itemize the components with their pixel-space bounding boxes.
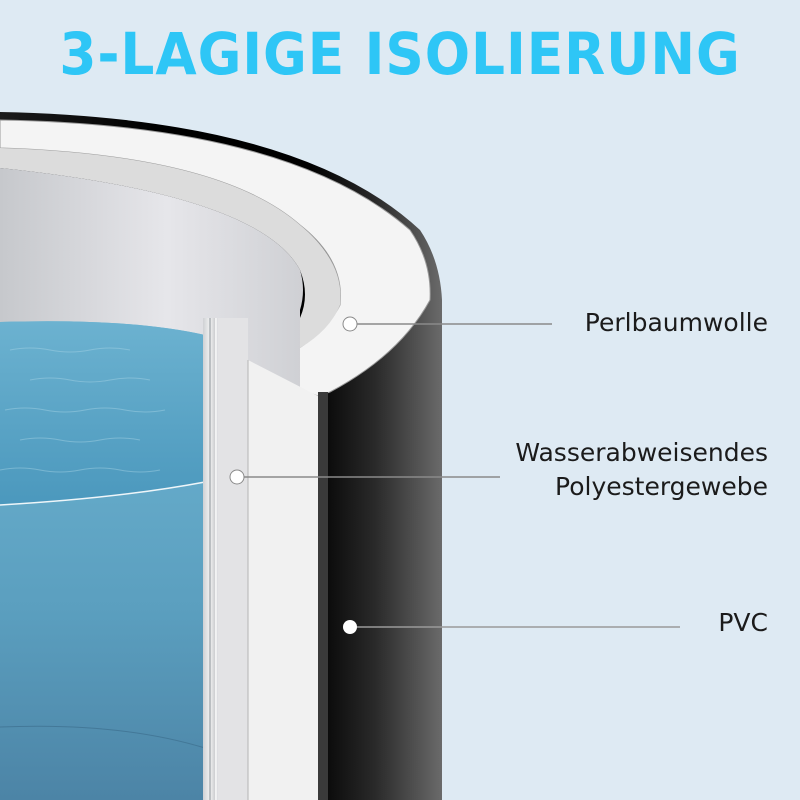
label-polyester-line2: Polyestergewebe (555, 472, 768, 501)
leader-perlbaumwolle (342, 316, 552, 332)
page-title: 3-LAGIGE ISOLIERUNG (59, 20, 741, 88)
label-perlbaumwolle: Perlbaumwolle (585, 306, 768, 340)
label-polyester-line1: Wasserabweisendes (515, 438, 768, 467)
label-pvc: PVC (718, 606, 768, 640)
leader-pvc (343, 620, 680, 634)
leader-polyester (229, 469, 500, 485)
label-perlbaumwolle-text: Perlbaumwolle (584, 308, 768, 337)
foam-cut-face (248, 360, 318, 800)
water-surface (0, 321, 205, 505)
label-polyester: Wasserabweisendes Polyestergewebe (515, 436, 768, 504)
label-pvc-text: PVC (718, 608, 768, 637)
